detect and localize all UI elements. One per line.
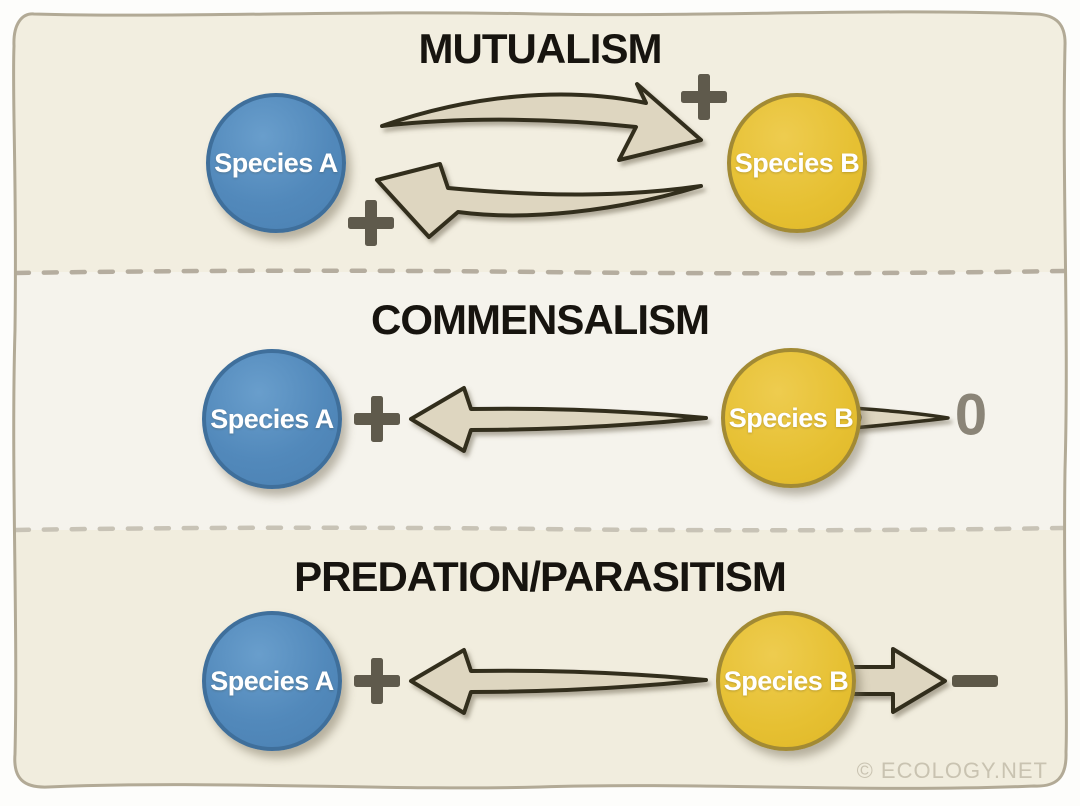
commensalism-title: COMMENSALISM: [371, 296, 710, 343]
mutualism-species-b-label: Species B: [734, 147, 860, 178]
plus-icon-mutualism-b: [681, 74, 727, 120]
mutualism-species-a-circle: Species A: [206, 93, 346, 233]
predation-species-b-circle: Species B: [716, 611, 856, 751]
commensalism-arrow-b-to-a: [409, 386, 708, 453]
predation-species-b-label: Species B: [723, 665, 849, 696]
predation-parasitism-title: PREDATION/PARASITISM: [294, 553, 787, 600]
zero-symbol-commensalism-b: 0: [954, 382, 988, 448]
minus-icon-predation-b: [952, 675, 998, 687]
mutualism-panel-bg: [13, 11, 1067, 274]
predation-species-a-circle: Species A: [202, 611, 342, 751]
predation-arrow-a-to-b: [849, 647, 947, 714]
plus-icon-commensalism-a: [354, 396, 400, 442]
mutualism-arrow-a-to-b: [380, 82, 703, 162]
mutualism-species-a-label: Species A: [214, 147, 338, 178]
commensalism-species-a-circle: Species A: [202, 349, 342, 489]
commensalism-species-a-label: Species A: [210, 403, 334, 434]
predation-panel-bg: [13, 530, 1067, 789]
commensalism-panel-bg: [13, 272, 1067, 530]
mutualism-species-b-circle: Species B: [727, 93, 867, 233]
arrows-layer: [375, 82, 950, 715]
predation-arrow-b-to-a: [409, 648, 708, 715]
plus-icon-predation-a: [354, 658, 400, 704]
commensalism-species-b-label: Species B: [728, 402, 854, 433]
card-background: [13, 11, 1067, 789]
commensalism-species-b-circle: Species B: [721, 348, 861, 488]
plus-icon-mutualism-a: [348, 200, 394, 246]
predation-species-a-label: Species A: [210, 665, 334, 696]
watermark: © ECOLOGY.NET: [856, 758, 1048, 783]
mutualism-title: MUTUALISM: [418, 25, 663, 72]
mutualism-arrow-b-to-a: [375, 162, 703, 239]
